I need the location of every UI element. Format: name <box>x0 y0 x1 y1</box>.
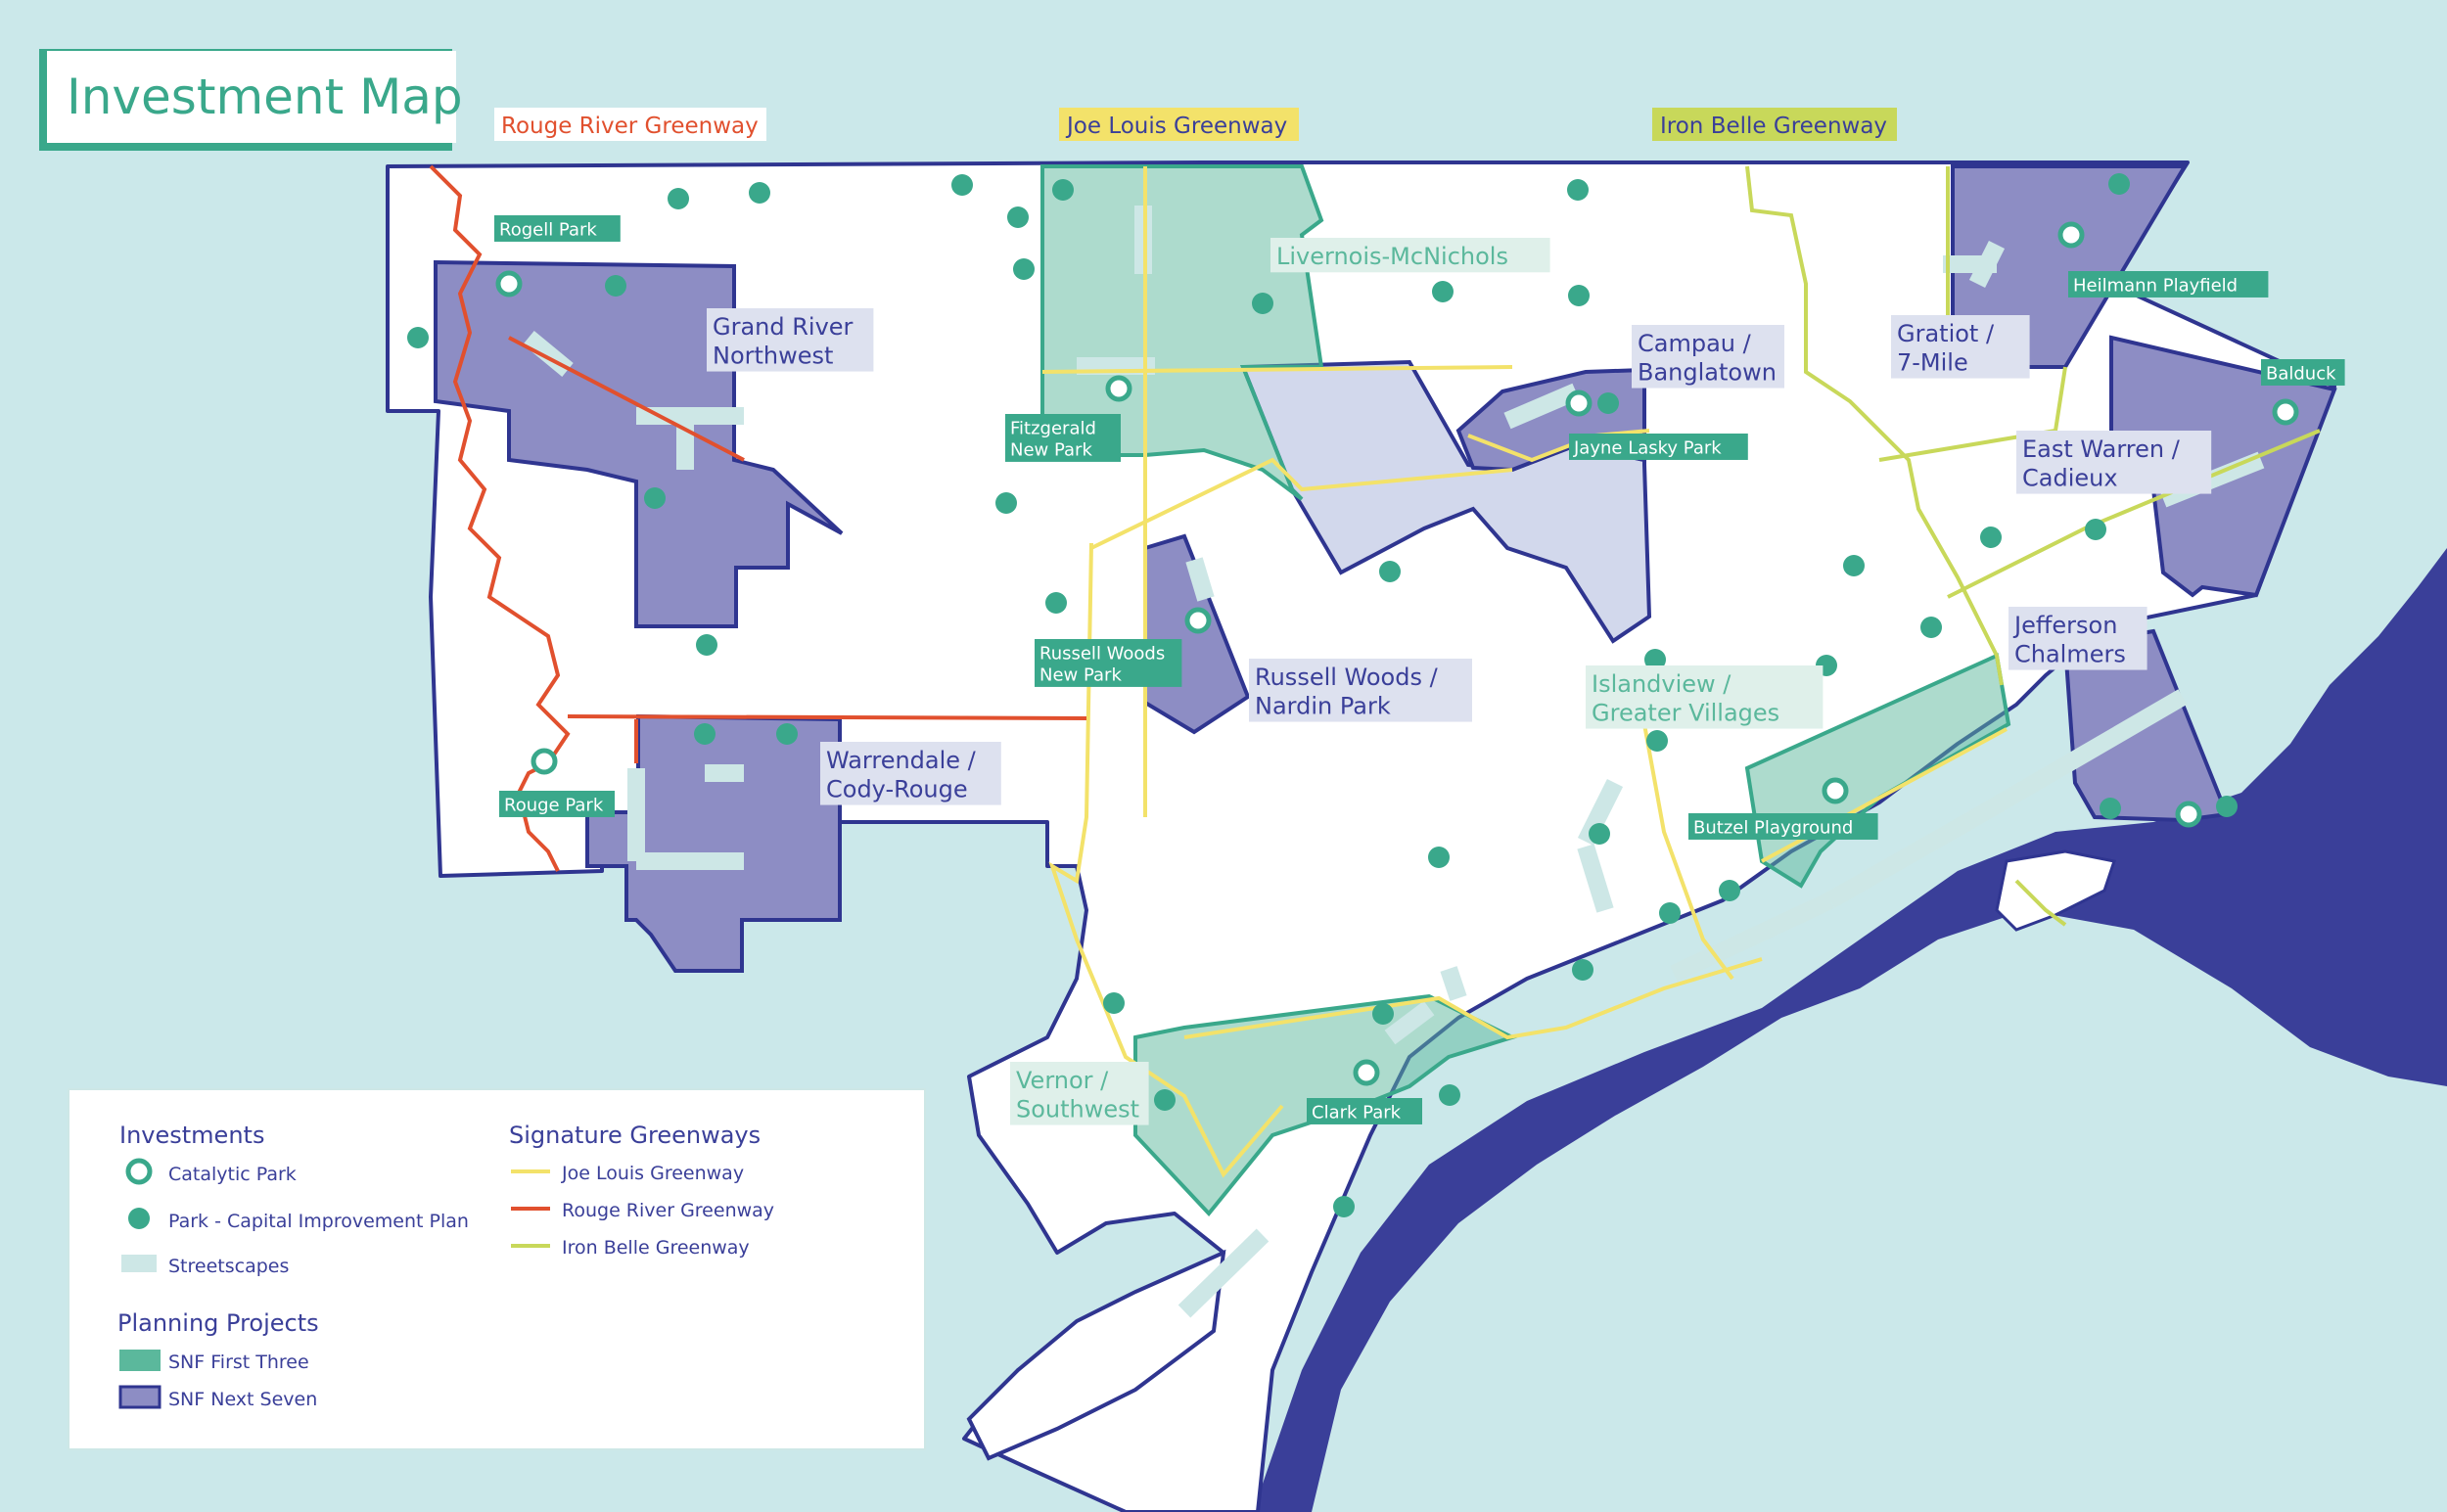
iron-belle-greenway-lines <box>1745 165 2321 927</box>
park-tag-heilmann: Heilmann Playfield <box>2068 271 2269 298</box>
jefferson-park-marker <box>2175 801 2202 828</box>
district-label-russell-text: Russell Woods /Nardin Park <box>1255 664 1439 719</box>
legend: Investments Catalytic Park Park - Capita… <box>68 1088 926 1450</box>
district-label-warrendale-text: Warrendale /Cody-Rouge <box>826 747 977 802</box>
streetscapes <box>523 206 2265 1318</box>
district-label-vernor: Vernor /Southwest <box>1010 1062 1149 1125</box>
legend-investments-heading: Investments <box>119 1122 264 1149</box>
svg-text:Iron Belle Greenway: Iron Belle Greenway <box>1660 114 1887 139</box>
belle-isle <box>1995 849 2116 932</box>
park-tag-heilmann-text: Heilmann Playfield <box>2073 276 2238 297</box>
district-label-campau-text: Campau /Banglatown <box>1638 330 1777 386</box>
rouge-park-marker <box>531 748 558 775</box>
district-label-gratiot: Gratiot /7-Mile <box>1891 315 2030 379</box>
legend-capital-label: Park - Capital Improvement Plan <box>168 1211 469 1232</box>
legend-first-three-icon <box>119 1350 161 1371</box>
park-tag-balduck: Balduck <box>2261 359 2345 386</box>
balduck-marker <box>2272 398 2299 426</box>
district-label-livernois-text: Livernois-McNichols <box>1276 243 1508 270</box>
district-label-campau: Campau /Banglatown <box>1632 325 1784 389</box>
legend-iron-label: Iron Belle Greenway <box>562 1237 750 1259</box>
legend-rouge-label: Rouge River Greenway <box>562 1200 774 1221</box>
fitzgerald-park-marker <box>1105 375 1132 402</box>
district-label-warrendale: Warrendale /Cody-Rouge <box>820 742 1001 805</box>
district-label-east-warren-text: East Warren /Cadieux <box>2022 435 2181 491</box>
russell-woods-park-marker <box>1184 607 1212 634</box>
district-label-vernor-text: Vernor /Southwest <box>1016 1067 1139 1123</box>
butzel-playground-marker <box>1822 777 1849 804</box>
park-tag-rouge: Rouge Park <box>499 791 615 817</box>
snf-next-seven-warrendale <box>585 713 842 973</box>
district-label-east-warren: East Warren /Cadieux <box>2016 431 2212 494</box>
legend-streetscapes-label: Streetscapes <box>168 1256 289 1277</box>
park-tag-jayne: Jayne Lasky Park <box>1569 434 1748 460</box>
park-tag-clark-text: Clark Park <box>1312 1103 1402 1123</box>
park-tag-rogell: Rogell Park <box>494 215 621 242</box>
rouge-river-greenway-lines <box>429 164 1087 872</box>
park-tag-clark: Clark Park <box>1307 1098 1422 1124</box>
capital-improvement-parks <box>407 173 2238 1217</box>
park-tag-butzel-text: Butzel Playground <box>1693 818 1853 839</box>
legend-joe-label: Joe Louis Greenway <box>561 1163 744 1184</box>
legend-box <box>68 1088 926 1450</box>
clark-park-marker <box>1353 1059 1380 1086</box>
district-label-livernois: Livernois-McNichols <box>1270 238 1550 273</box>
greenway-header-rouge: Rouge River Greenway <box>494 108 766 141</box>
district-label-gratiot-text: Gratiot /7-Mile <box>1897 320 1995 376</box>
heilmann-playfield-marker <box>2057 221 2085 249</box>
park-tag-jayne-text: Jayne Lasky Park <box>1573 438 1722 459</box>
legend-catalytic-label: Catalytic Park <box>168 1164 297 1185</box>
legend-capital-icon <box>128 1208 150 1229</box>
legend-catalytic-icon <box>125 1158 153 1185</box>
title-box: Investment Map <box>39 49 463 151</box>
svg-text:Rouge River Greenway: Rouge River Greenway <box>501 114 759 139</box>
map-title: Investment Map <box>67 69 463 125</box>
legend-planning-heading: Planning Projects <box>117 1309 319 1337</box>
svg-text:Joe Louis Greenway: Joe Louis Greenway <box>1065 114 1287 139</box>
legend-greenways-heading: Signature Greenways <box>509 1122 761 1149</box>
district-label-islandview-text: Islandview /Greater Villages <box>1592 670 1779 726</box>
park-tag-balduck-text: Balduck <box>2266 364 2336 385</box>
park-tag-rogell-text: Rogell Park <box>499 220 597 241</box>
legend-first-three-label: SNF First Three <box>168 1352 309 1373</box>
legend-next-seven-label: SNF Next Seven <box>168 1389 317 1410</box>
catalytic-parks <box>495 221 2299 1086</box>
city-land <box>386 160 2336 1512</box>
park-tag-butzel: Butzel Playground <box>1688 813 1878 840</box>
jayne-lasky-park-marker <box>1565 389 1593 417</box>
district-label-russell: Russell Woods /Nardin Park <box>1249 659 1472 722</box>
legend-next-seven-icon <box>118 1385 162 1409</box>
park-tag-rouge-text: Rouge Park <box>504 796 604 816</box>
greenway-header-iron: Iron Belle Greenway <box>1652 108 1897 141</box>
greenway-header-joe: Joe Louis Greenway <box>1059 108 1299 141</box>
southwest-land <box>966 1249 1226 1461</box>
rogell-park-marker <box>495 270 523 298</box>
legend-streetscape-icon <box>121 1255 157 1272</box>
district-label-islandview: Islandview /Greater Villages <box>1586 665 1824 729</box>
